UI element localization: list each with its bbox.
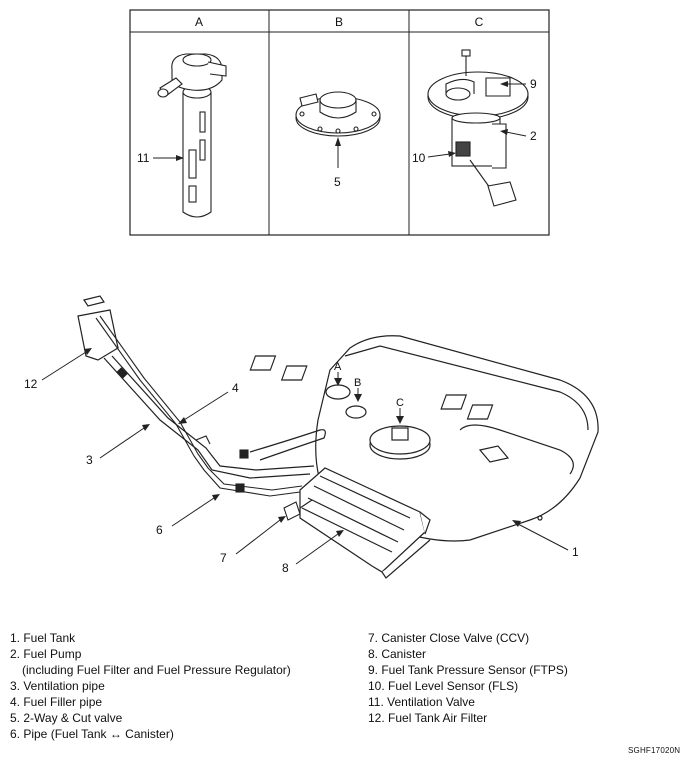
location-tag-c-label: C bbox=[396, 397, 404, 409]
callout-7-label: 7 bbox=[220, 551, 227, 565]
location-tag-b-label: B bbox=[354, 377, 361, 389]
ventilation-valve-illustration bbox=[157, 53, 227, 218]
callout-2: 2 bbox=[500, 129, 537, 143]
legend-item: 12. Fuel Tank Air Filter bbox=[368, 711, 488, 725]
callout-4: 4 bbox=[178, 381, 239, 424]
legend-item: 4. Fuel Filler pipe bbox=[10, 695, 103, 709]
fuel-pump-module-illustration bbox=[427, 49, 529, 207]
legend-right-column: 7. Canister Close Valve (CCV) 8. Caniste… bbox=[368, 630, 568, 726]
legend-item-note: (including Fuel Filter and Fuel Pressure… bbox=[22, 663, 291, 677]
panel-c-header: C bbox=[475, 15, 484, 29]
two-way-cut-valve-illustration bbox=[295, 91, 381, 137]
location-tag-a-label: A bbox=[334, 361, 342, 373]
callout-8-label: 8 bbox=[282, 561, 289, 575]
location-tag-c: C bbox=[396, 397, 404, 424]
callout-9-label: 9 bbox=[530, 77, 537, 91]
callout-5-label: 5 bbox=[334, 175, 341, 189]
legend-item: 1. Fuel Tank bbox=[10, 631, 76, 645]
location-tag-a: A bbox=[334, 361, 342, 386]
legend-item: 10. Fuel Level Sensor (FLS) bbox=[368, 679, 519, 693]
callout-3-label: 3 bbox=[86, 453, 93, 467]
legend-item: 3. Ventilation pipe bbox=[10, 679, 105, 693]
callout-2-label: 2 bbox=[530, 129, 537, 143]
callout-10: 10 bbox=[412, 151, 456, 165]
canister-close-valve-illustration bbox=[283, 499, 313, 521]
callout-3: 3 bbox=[86, 424, 150, 467]
callout-1: 1 bbox=[512, 520, 579, 559]
legend-item: 6. Pipe (Fuel Tank ↔ Canister) bbox=[10, 727, 174, 741]
callout-11-label: 11 bbox=[137, 151, 150, 165]
callout-6-label: 6 bbox=[156, 523, 163, 537]
legend-item: 5. 2-Way & Cut valve bbox=[10, 711, 123, 725]
panel-b-header: B bbox=[335, 15, 343, 29]
legend-item: 8. Canister bbox=[368, 647, 427, 661]
legend-left-column: 1. Fuel Tank 2. Fuel Pump (including Fue… bbox=[10, 630, 291, 742]
location-tag-b: B bbox=[354, 377, 362, 402]
legend-item: 9. Fuel Tank Pressure Sensor (FTPS) bbox=[368, 663, 568, 677]
callout-10-label: 10 bbox=[412, 151, 426, 165]
callout-12-label: 12 bbox=[24, 377, 38, 391]
fuel-filler-pipe-illustration bbox=[77, 295, 326, 479]
legend-item: 2. Fuel Pump bbox=[10, 647, 82, 661]
callout-7: 7 bbox=[220, 516, 286, 565]
callout-8: 8 bbox=[282, 530, 344, 575]
legend-item: 11. Ventilation Valve bbox=[368, 695, 475, 709]
callout-12: 12 bbox=[24, 348, 92, 391]
canister-illustration bbox=[299, 467, 431, 579]
legend-item: 7. Canister Close Valve (CCV) bbox=[368, 631, 530, 645]
ventilation-pipe-illustration bbox=[95, 315, 303, 497]
fuel-tank-illustration bbox=[249, 335, 599, 542]
fuel-system-assembly-diagram: 12 4 3 6 7 8 1 A B bbox=[24, 295, 599, 579]
callout-4-label: 4 bbox=[232, 381, 239, 395]
table-frame bbox=[129, 9, 550, 236]
component-detail-table: A B C 11 5 bbox=[129, 9, 550, 236]
figure-code: SGHF17020N bbox=[628, 746, 681, 755]
callout-1-label: 1 bbox=[572, 545, 579, 559]
callout-11: 11 bbox=[137, 151, 184, 165]
panel-a-header: A bbox=[195, 15, 203, 29]
callout-6: 6 bbox=[156, 494, 220, 537]
callout-9: 9 bbox=[500, 77, 537, 91]
callout-5: 5 bbox=[334, 137, 341, 189]
